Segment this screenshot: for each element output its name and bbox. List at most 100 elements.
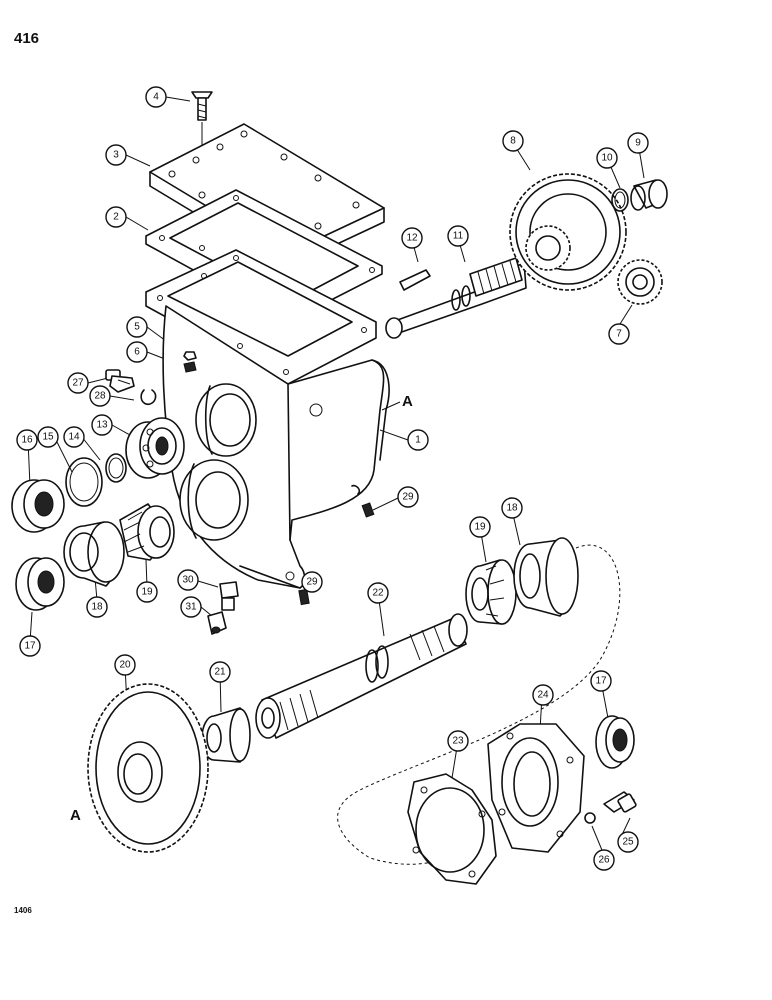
assembly-outline (337, 544, 621, 865)
callout-29-upper: 29 (397, 486, 419, 508)
page-number: 416 (14, 30, 40, 47)
callout-1: 1 (407, 429, 429, 451)
svg-text:26: 26 (598, 855, 610, 866)
svg-text:28: 28 (94, 391, 106, 402)
part-30-fitting (219, 581, 239, 611)
callout-6: 6 (126, 341, 148, 363)
figure-code: 1406 (14, 906, 32, 915)
callout-29-lower: 29 (301, 571, 323, 593)
svg-text:10: 10 (601, 153, 613, 164)
callout-15: 15 (37, 426, 59, 448)
part-8-gear (509, 173, 627, 291)
svg-text:14: 14 (68, 432, 80, 443)
callout-20: 20 (114, 654, 136, 676)
part-12-key (399, 269, 431, 291)
svg-text:15: 15 (42, 432, 54, 443)
svg-text:22: 22 (372, 588, 384, 599)
callout-19-left: 19 (136, 581, 158, 603)
callout-3: 3 (105, 144, 127, 166)
part-16-seal (11, 479, 65, 533)
svg-text:1: 1 (415, 435, 421, 446)
callout-19-right: 19 (469, 516, 491, 538)
part-15-ring (65, 457, 103, 507)
svg-text:8: 8 (510, 136, 516, 147)
svg-text:4: 4 (153, 92, 159, 103)
callout-10: 10 (596, 147, 618, 169)
svg-text:18: 18 (506, 503, 518, 514)
part-10-ring (611, 188, 629, 212)
callout-9: 9 (627, 132, 649, 154)
callout-12: 12 (401, 227, 423, 249)
svg-text:23: 23 (452, 736, 464, 747)
callout-2: 2 (105, 206, 127, 228)
svg-text:5: 5 (134, 322, 140, 333)
part-17-seal-right (595, 715, 635, 769)
callout-18-left: 18 (86, 596, 108, 618)
callout-11: 11 (447, 225, 469, 247)
callout-25: 25 (617, 831, 639, 853)
part-9-bearing (630, 179, 668, 211)
part-18-cup-left (63, 521, 125, 587)
svg-text:17: 17 (24, 641, 36, 652)
callout-27: 27 (67, 372, 89, 394)
part-13-bearing (125, 417, 185, 479)
part-1-housing (145, 249, 390, 589)
svg-text:18: 18 (91, 602, 103, 613)
part-4-screw (191, 91, 213, 121)
svg-text:9: 9 (635, 138, 641, 149)
part-14-snap-ring (105, 453, 127, 483)
callout-31: 31 (180, 596, 202, 618)
part-5-nut (183, 351, 197, 361)
part-29-plug-upper (361, 502, 375, 518)
part-24-retainer (487, 723, 585, 853)
callout-5: 5 (126, 316, 148, 338)
part-27-breather (105, 369, 135, 393)
svg-text:12: 12 (406, 233, 418, 244)
part-26-washer (584, 812, 596, 824)
svg-text:25: 25 (622, 837, 634, 848)
callout-8: 8 (502, 130, 524, 152)
callout-24: 24 (532, 684, 554, 706)
svg-text:29: 29 (402, 492, 414, 503)
part-19-bearing-right (465, 559, 517, 625)
svg-text:31: 31 (185, 602, 197, 613)
part-7-gear (617, 259, 663, 305)
svg-text:3: 3 (113, 150, 119, 161)
callout-22: 22 (367, 582, 389, 604)
part-29-plug-lower (298, 588, 310, 606)
part-23-gasket (407, 773, 497, 885)
part-22-shaft (255, 613, 468, 739)
part-17-seal-left (15, 557, 65, 611)
callout-30: 30 (177, 569, 199, 591)
callout-18-right: 18 (501, 497, 523, 519)
callout-14: 14 (63, 426, 85, 448)
callout-13: 13 (91, 414, 113, 436)
part-19-bearing-left (119, 503, 175, 561)
ref-a-housing-leader (381, 401, 401, 411)
svg-text:27: 27 (72, 378, 84, 389)
part-11-shaft (385, 257, 527, 339)
part-25-bolt (603, 791, 637, 813)
callout-21: 21 (209, 661, 231, 683)
reference-mark-a-gear: A (70, 807, 81, 824)
svg-text:17: 17 (595, 676, 607, 687)
callout-28: 28 (89, 385, 111, 407)
svg-text:24: 24 (537, 690, 549, 701)
callout-17-right: 17 (590, 670, 612, 692)
svg-text:7: 7 (616, 329, 622, 340)
part-20-gear (87, 683, 209, 853)
callout-16: 16 (16, 429, 38, 451)
part-18-cup-right (513, 537, 579, 617)
reference-mark-a-housing: A (402, 393, 413, 410)
svg-text:6: 6 (134, 347, 140, 358)
svg-text:29: 29 (306, 577, 318, 588)
svg-text:21: 21 (214, 667, 226, 678)
svg-text:20: 20 (119, 660, 131, 671)
part-28-snap-ring (140, 389, 157, 406)
svg-text:2: 2 (113, 212, 119, 223)
svg-text:19: 19 (474, 522, 486, 533)
svg-text:30: 30 (182, 575, 194, 586)
part-21-cup (201, 707, 251, 763)
